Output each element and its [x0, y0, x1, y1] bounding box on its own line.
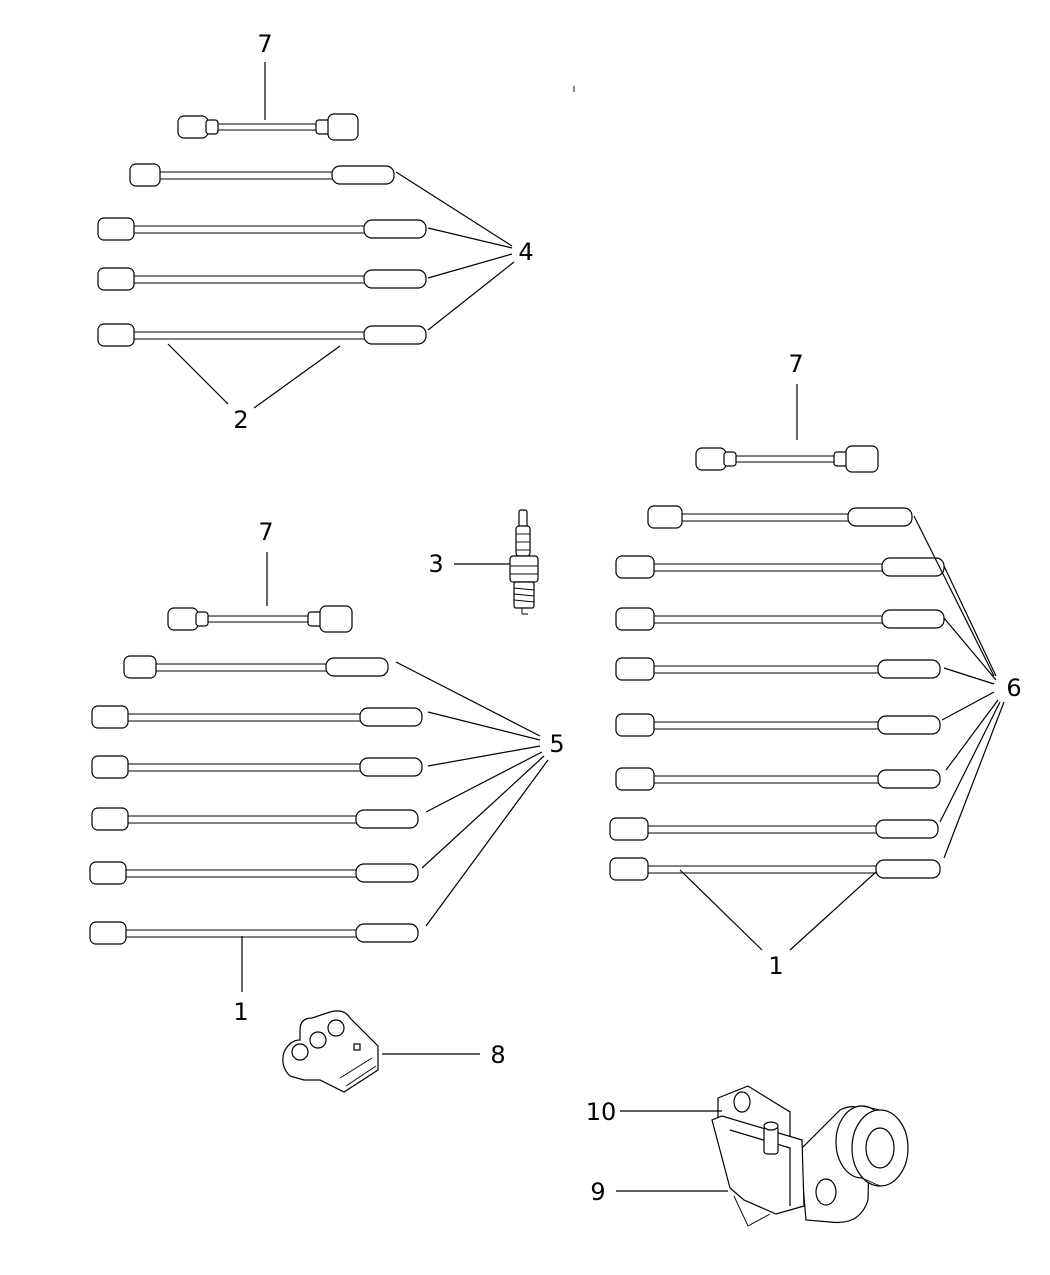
plug-wire-6d: [615, 657, 941, 681]
plug-wire-5f: [89, 921, 419, 945]
pulley-icon: [835, 1105, 909, 1187]
callout-6: 6: [1006, 674, 1021, 702]
wire-set-6: [609, 384, 1005, 951]
coil-wire-right: [695, 445, 879, 473]
plug-wire-4c: [97, 267, 427, 291]
wire-set-5: [89, 552, 549, 992]
coil-wire-mid: [167, 605, 353, 633]
plug-wire-6a: [647, 505, 913, 529]
coil-wire-top: [177, 113, 359, 141]
plug-wire-6g: [609, 817, 939, 841]
callout-10: 10: [586, 1098, 617, 1126]
plug-wire-6c: [615, 607, 945, 631]
callout-7-top: 7: [257, 30, 272, 58]
plug-wire-4d: [97, 323, 427, 347]
callout-1-left: 1: [233, 998, 248, 1026]
callout-4: 4: [518, 238, 533, 266]
plug-wire-4a: [129, 163, 395, 187]
callout-2: 2: [233, 406, 248, 434]
plug-wire-5e: [89, 861, 419, 885]
spark-plug-icon: [454, 509, 539, 615]
callout-1-right: 1: [768, 952, 783, 980]
callout-8: 8: [490, 1041, 505, 1069]
plug-wire-6b: [615, 555, 945, 579]
plug-wire-5c: [91, 755, 423, 779]
callout-5: 5: [549, 730, 564, 758]
wire-set-4: [97, 62, 515, 409]
plug-wire-5d: [91, 807, 419, 831]
callout-3: 3: [428, 550, 443, 578]
plug-wire-6e: [615, 713, 941, 737]
callout-9: 9: [590, 1178, 605, 1206]
plug-wire-5b: [91, 705, 423, 729]
plug-wire-4b: [97, 217, 427, 241]
ignition-coil-icon: [711, 1115, 805, 1227]
wire-separator-icon: [282, 1010, 480, 1093]
plug-wire-6h: [609, 857, 941, 881]
plug-wire-5a: [123, 655, 389, 679]
ignition-coil-assembly: [616, 1085, 909, 1227]
callout-7-right: 7: [788, 350, 803, 378]
plug-wire-6f: [615, 767, 941, 791]
callout-7-mid: 7: [258, 518, 273, 546]
